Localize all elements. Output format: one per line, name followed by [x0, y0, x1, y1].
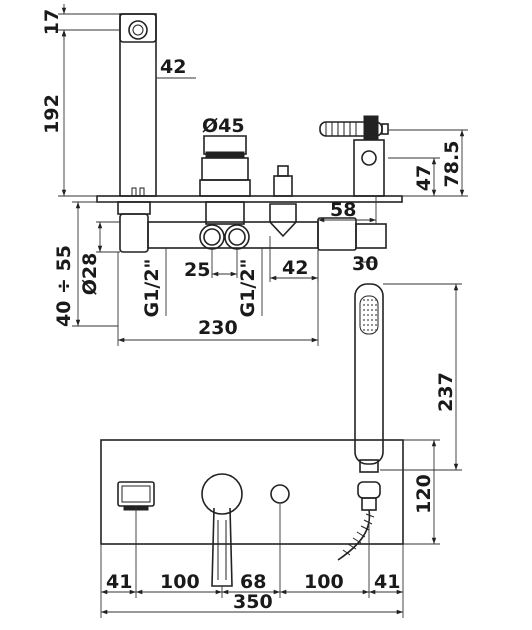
shower-holes	[363, 299, 377, 331]
dim-bottom-41-right: 41	[374, 571, 400, 593]
dim-28: Ø28	[79, 253, 101, 296]
dim-bottom-350: 350	[233, 591, 273, 613]
dim-42-mid: 42	[282, 257, 308, 279]
dim-30: 30	[352, 253, 378, 275]
dim-40-55: 40 ÷ 55	[53, 245, 75, 327]
side-elevation	[96, 13, 403, 253]
dim-17: 17	[41, 9, 63, 35]
dim-78-5: 78.5	[441, 141, 463, 188]
dim-25: 25	[184, 259, 210, 281]
mixer-cartridge	[199, 135, 251, 225]
dim-bottom-100-right: 100	[304, 571, 344, 593]
shower-holder	[319, 115, 389, 197]
hand-shower	[354, 283, 384, 473]
spout-outlet	[117, 481, 155, 511]
dim-230: 230	[198, 317, 238, 339]
dim-bottom-41-left: 41	[106, 571, 132, 593]
dim-42-top: 42	[160, 56, 186, 78]
diverter-knob	[270, 484, 290, 504]
dim-237: 237	[435, 372, 457, 412]
spout-outlet-icon	[128, 20, 148, 40]
spout-top	[119, 13, 157, 43]
dim-47: 47	[413, 165, 435, 191]
mixer-lever	[201, 473, 243, 587]
dim-58: 58	[330, 199, 356, 221]
dim-bottom-100-left: 100	[160, 571, 200, 593]
dim-120: 120	[413, 474, 435, 514]
front-dimensions: 237 120 41 100 68 100 41 350	[100, 283, 462, 618]
dim-g12-right: G1/2"	[237, 259, 259, 318]
shower-hose	[337, 481, 381, 561]
front-plate	[100, 439, 404, 545]
dim-bottom-68: 68	[240, 571, 266, 593]
front-elevation	[100, 283, 404, 587]
dim-45: Ø45	[202, 115, 245, 137]
diverter-button	[269, 165, 297, 238]
top-dimensions: 17 192 42 Ø45 78.5 47 58 40 ÷ 55 Ø28	[41, 4, 468, 346]
dim-g12-left: G1/2"	[141, 259, 163, 318]
dim-192: 192	[41, 94, 63, 134]
